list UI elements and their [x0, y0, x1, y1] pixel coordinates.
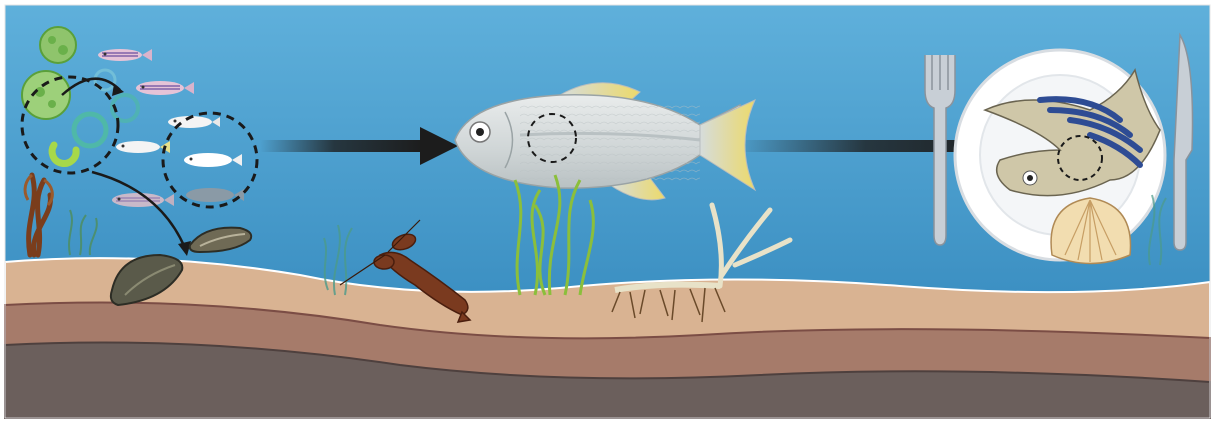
algae-cell-icon [40, 27, 76, 63]
